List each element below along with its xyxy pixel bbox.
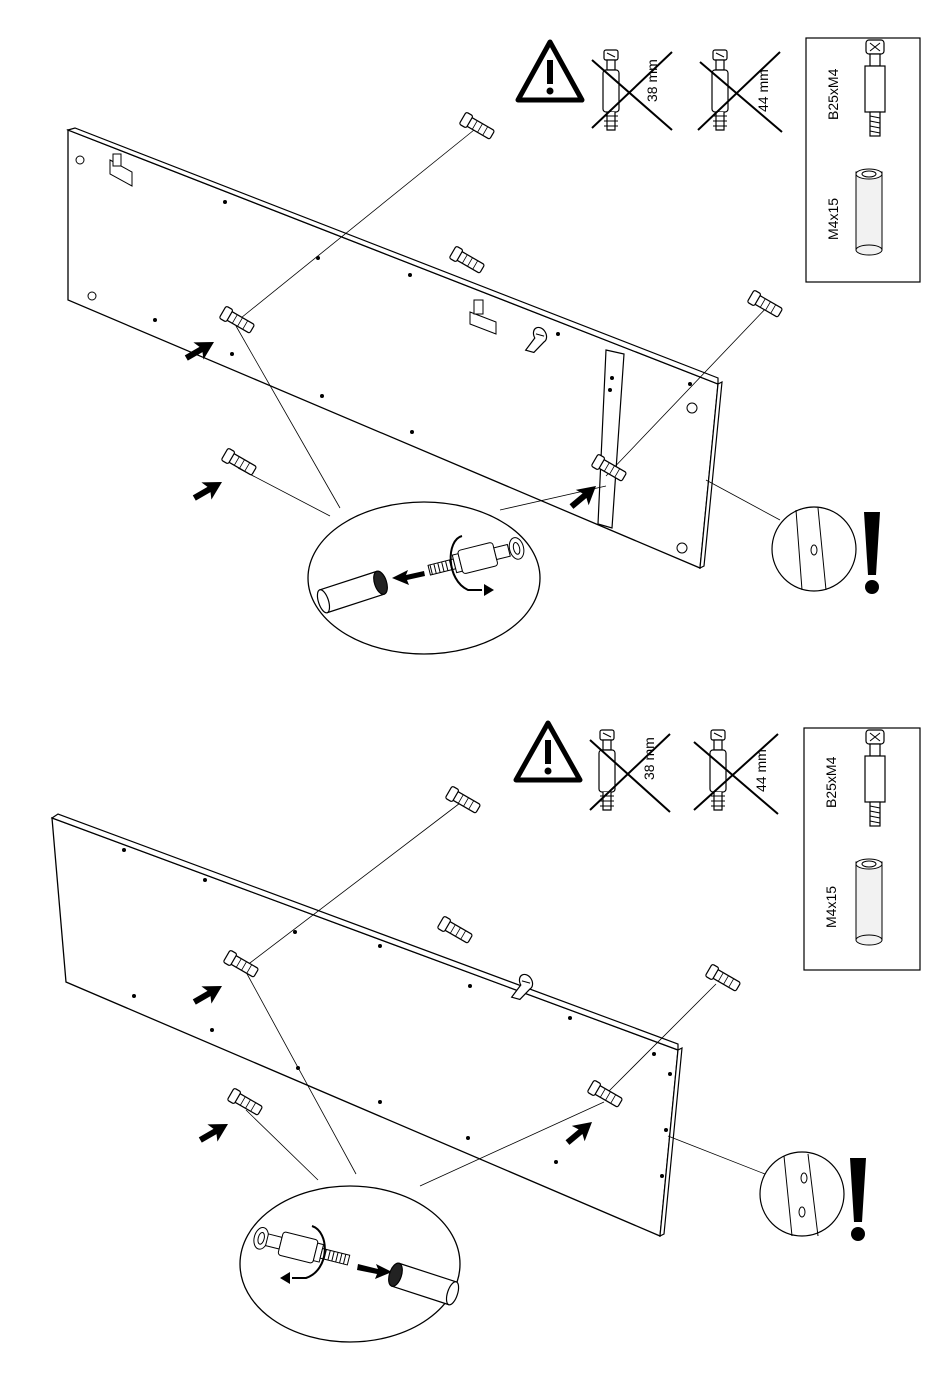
detail-zoom-circle [240,1186,461,1342]
insert-arrow-icon [189,473,227,506]
step-2: 38 mm 44 mm B25xM4 M4x15 [52,723,920,1342]
insert-arrow-icon [195,1115,233,1148]
wrong-bolt-38mm [603,50,619,130]
cam-bolt [445,786,481,815]
bolt-label: B25xM4 [823,756,839,808]
sleeve-label: M4x15 [823,886,839,928]
cam-bolt [227,1088,263,1117]
parts-box: B25xM4 M4x15 [804,728,920,970]
parts-box: B25xM4 M4x15 [806,38,920,282]
warning-triangle-icon [516,723,580,780]
bolt-label: B25xM4 [825,68,841,120]
sleeve-part-icon [856,169,882,255]
panel [52,814,682,1236]
wrong-length-44mm-label: 44 mm [755,69,771,112]
sleeve-label: M4x15 [825,198,841,240]
step-1: 38 mm 44 mm B25xM4 M4x15 [68,38,920,654]
cam-bolt [747,290,783,319]
cam-bolt [437,916,473,945]
detail-zoom-circle [308,502,540,654]
cam-bolt [459,112,495,141]
edge-detail-circle [760,1152,844,1236]
cam-bolt [221,448,257,477]
cam-bolt [705,964,741,993]
exclamation-icon [850,1158,866,1241]
edge-detail-circle [772,507,856,591]
exclamation-icon [864,512,880,594]
wrong-bolt-44mm [710,730,726,810]
warning-triangle-icon [518,42,582,100]
wrong-bolt-44mm [712,50,728,130]
sleeve-part-icon [856,859,882,945]
cam-bolt [449,246,485,275]
